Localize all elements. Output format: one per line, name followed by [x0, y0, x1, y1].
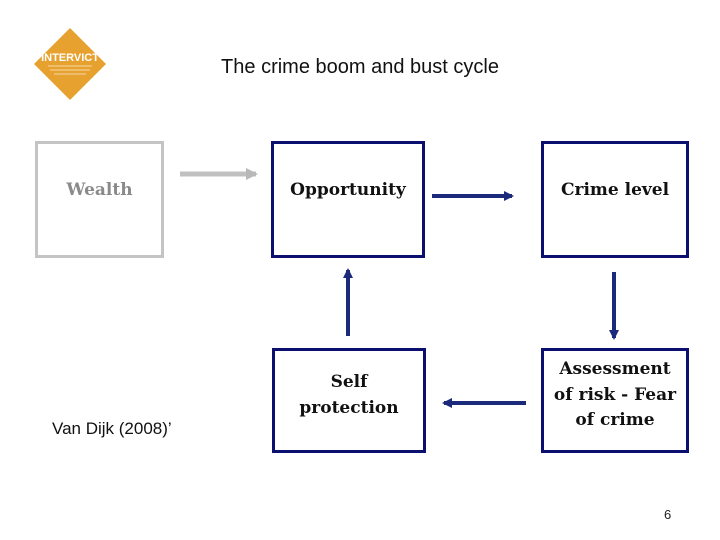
intervict-logo: INTERVICT — [34, 28, 106, 100]
self-protection-line-1: Self — [330, 372, 368, 392]
slide-title: The crime boom and bust cycle — [221, 56, 499, 78]
citation: Van Dijk (2008)’ — [52, 419, 172, 438]
self-protection-line-2: protection — [299, 398, 399, 419]
assessment-line-1: Assessment — [559, 359, 671, 379]
logo-name: INTERVICT — [41, 52, 99, 64]
opportunity-label: Opportunity — [290, 180, 406, 200]
wealth-label: Wealth — [66, 180, 133, 200]
wealth-box: Wealth — [35, 141, 164, 258]
self-protection-box: Self protection — [272, 348, 426, 453]
opportunity-box: Opportunity — [271, 141, 425, 258]
page-number: 6 — [664, 507, 672, 522]
assessment-line-2: of risk - Fear — [553, 384, 677, 405]
crime-level-box: Crime level — [541, 141, 689, 258]
assessment-box: Assessment of risk - Fear of crime — [541, 348, 689, 453]
crime-level-label: Crime level — [560, 180, 670, 200]
assessment-line-3: of crime — [575, 410, 655, 430]
